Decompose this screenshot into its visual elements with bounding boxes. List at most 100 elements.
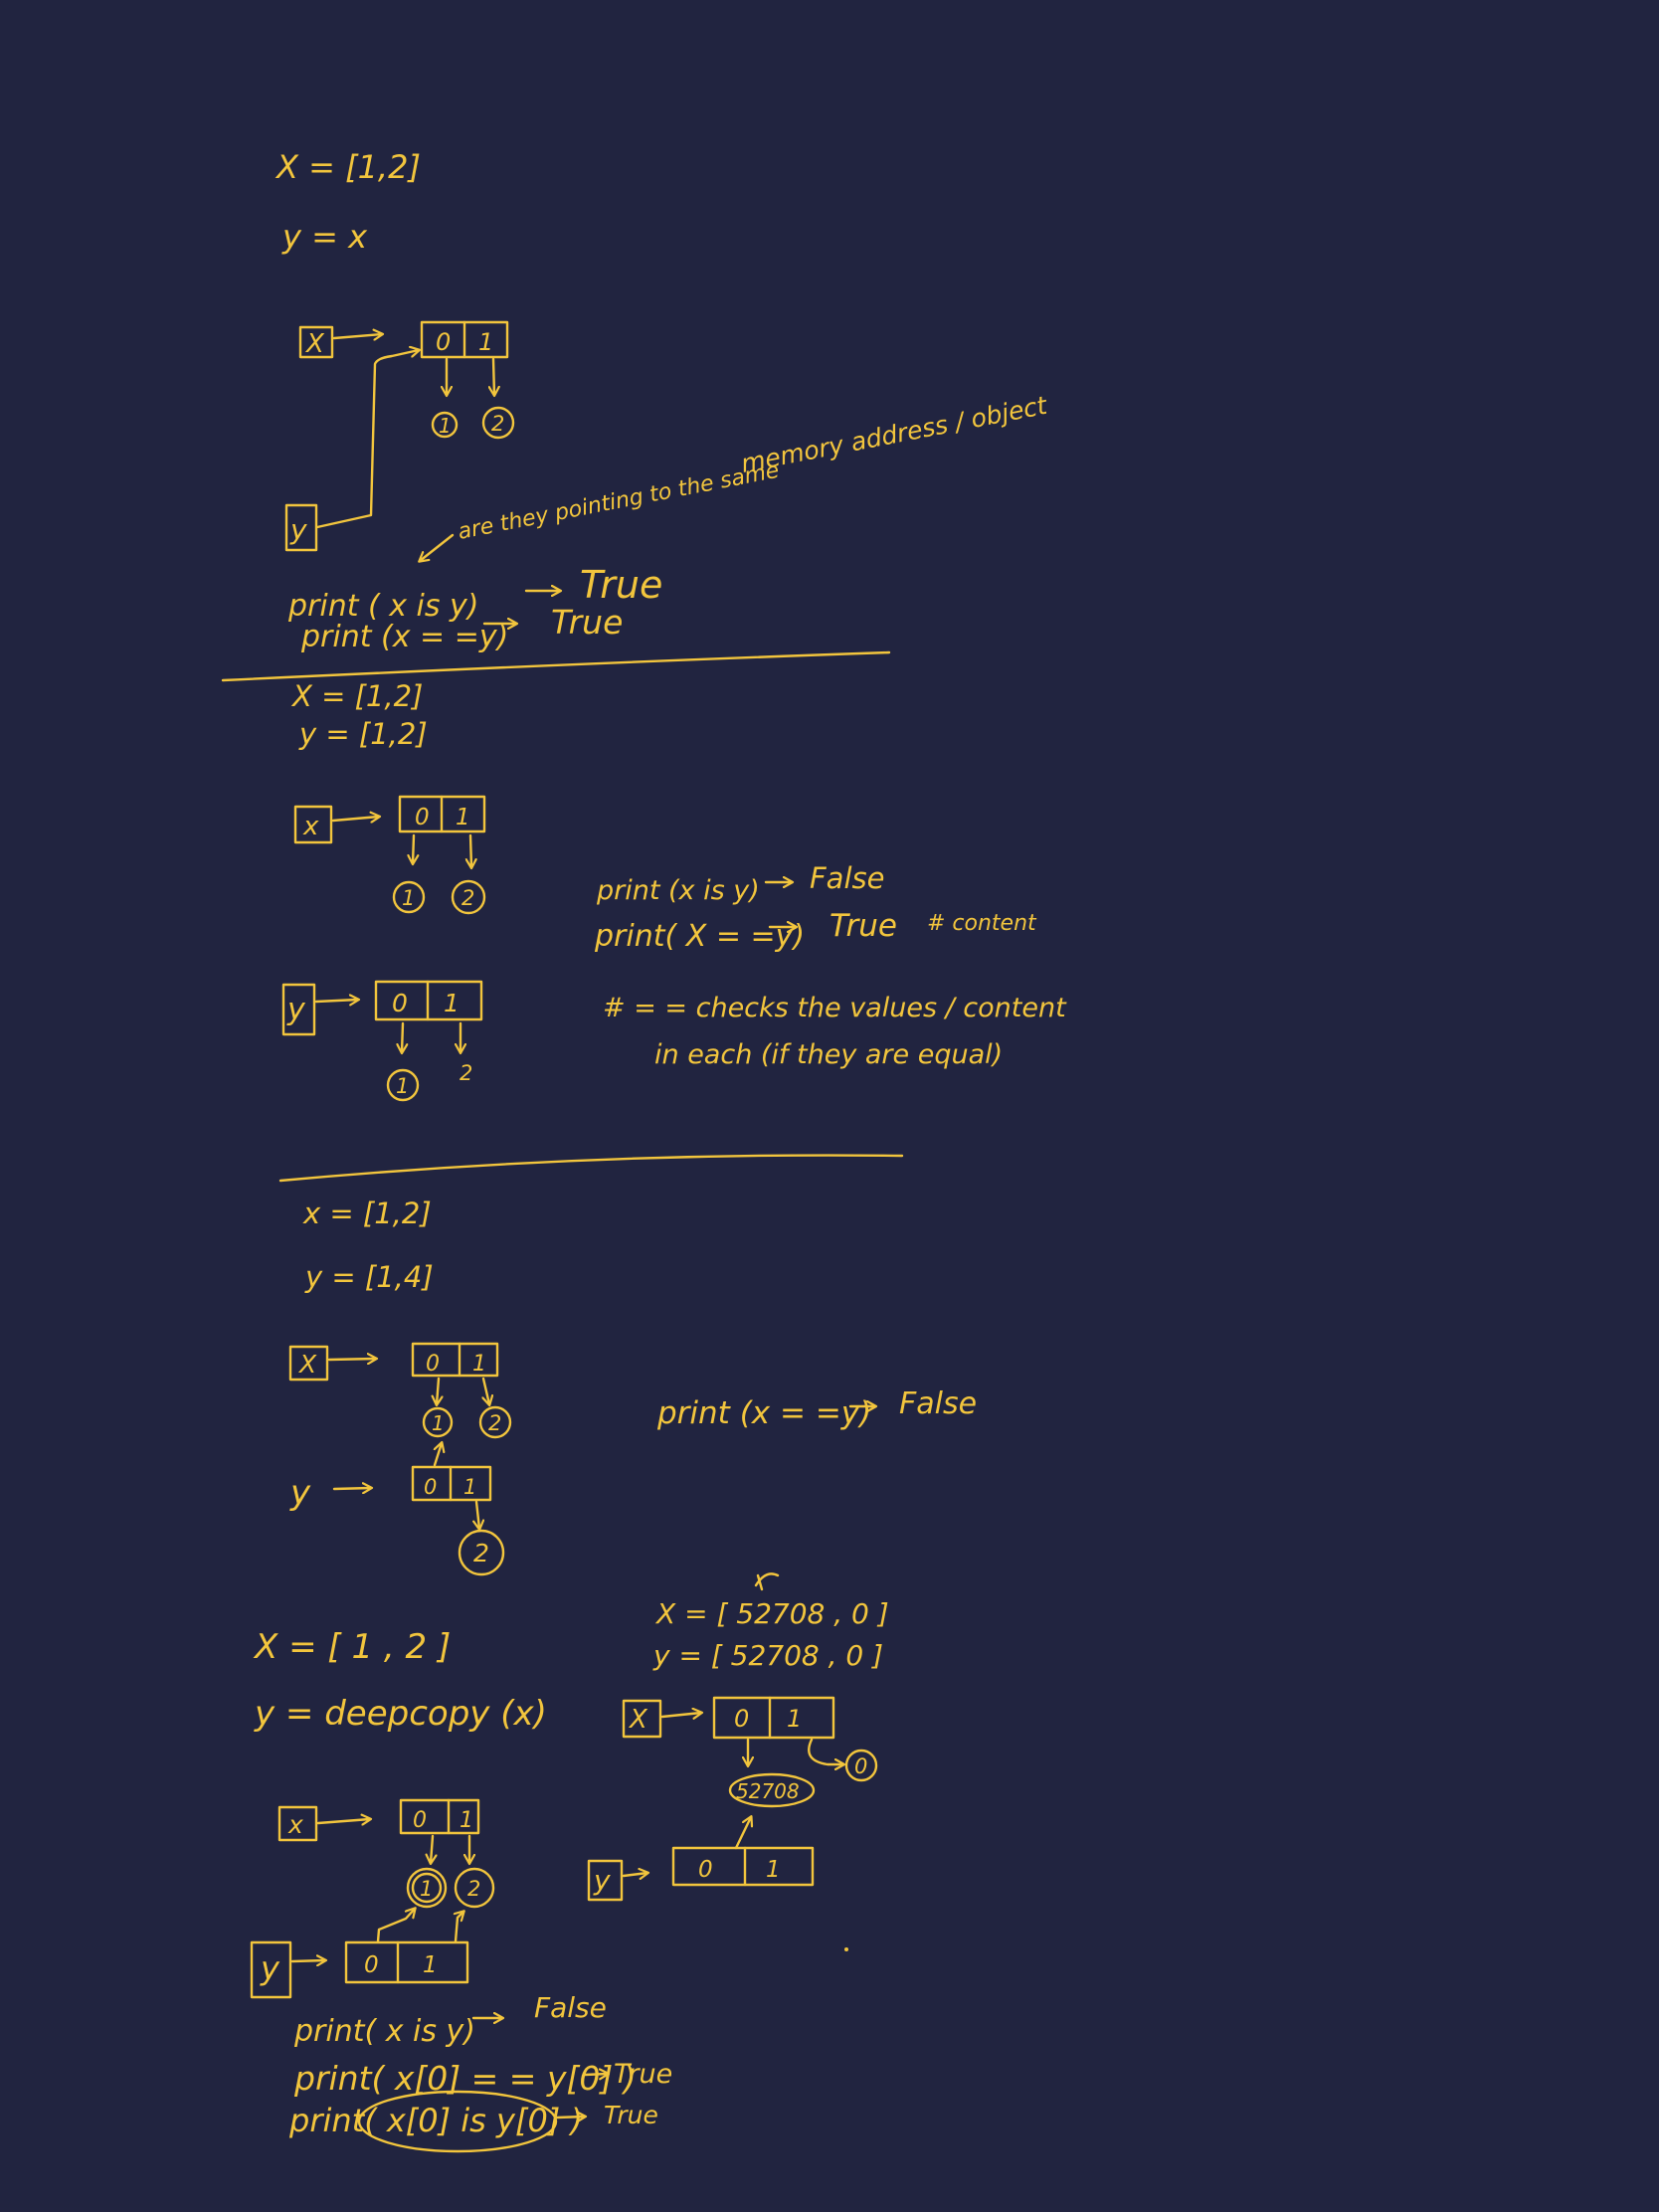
print-eq-false-result: False: [899, 1386, 977, 1421]
box-x: [298, 325, 334, 359]
list-x4-cell-1: 1: [460, 1808, 473, 1833]
annotation-question: are they pointing to the same: [456, 459, 781, 545]
box-x-2: [293, 805, 333, 844]
list-rx-cell-1: 1: [787, 1705, 802, 1733]
code-line-x-int: X = [ 52708 , 0 ]: [654, 1597, 889, 1630]
print-eq-true-result: True: [830, 908, 897, 944]
box-x-label: X: [304, 329, 325, 359]
value-node-1: [431, 411, 459, 439]
list-y4-cell-0: 0: [364, 1952, 379, 1978]
value-node-1-label: 1: [439, 414, 452, 438]
print-is-false-result: False: [810, 861, 884, 895]
code-line-x-assign: X = [1,2]: [275, 148, 421, 186]
note-equality-line2: in each (if they are equal): [654, 1039, 1003, 1070]
print-is-statement: print ( x is y): [287, 589, 479, 624]
list-x3-cells: [411, 1342, 499, 1378]
list-y4-cell-1: 1: [423, 1952, 438, 1978]
box-y-4-label: y: [260, 1949, 280, 1987]
value-node-4-1: [406, 1867, 448, 1909]
value-node-4-1-label: 1: [420, 1877, 433, 1901]
box-x-right-label: X: [628, 1705, 648, 1735]
tick-mark: [754, 1572, 780, 1591]
list-y-cell-0: 0: [392, 989, 408, 1017]
list-ry-cell-0: 0: [698, 1857, 713, 1883]
value-node-2-label: 2: [491, 412, 504, 436]
list-ry-cell-1: 1: [766, 1857, 781, 1883]
section-1-same-reference: X = [1,2] y = x X 0 1 1 2 y are they poi…: [275, 148, 1050, 654]
value-node-x-2-label: 2: [461, 886, 474, 910]
value-node-y3-2-label: 2: [473, 1539, 489, 1567]
highlight-ellipse: [357, 2090, 558, 2153]
code-line-x-assign-3: x = [1,2]: [302, 1197, 432, 1230]
box-y-right: [587, 1859, 624, 1902]
value-node-y-1: [386, 1068, 420, 1102]
print-index-eq-result: True: [614, 2059, 672, 2090]
value-node-3-1: [422, 1406, 454, 1438]
list-x-cell-0: 0: [415, 805, 430, 830]
note-equality-line1: # = = checks the values / content: [603, 993, 1067, 1023]
print-eq-result: True: [551, 603, 623, 642]
box-y-right-label: y: [593, 1864, 611, 1897]
value-node-x-1: [392, 880, 426, 914]
arrow-y3-shared-1: [435, 1443, 442, 1467]
value-node-3-2-label: 2: [488, 1411, 501, 1435]
box-x-right: [622, 1699, 662, 1739]
print-eq-statement: print (x = =y): [300, 620, 508, 654]
print-is-result: True: [580, 563, 662, 607]
zero-node: [844, 1749, 878, 1782]
list-y3-cell-1: 1: [463, 1475, 476, 1499]
list-cell-0: 0: [436, 328, 451, 356]
comment-content: # content: [927, 911, 1037, 936]
code-line-x-assign-4: X = [ 1 , 2 ]: [253, 1627, 451, 1667]
list-x4-cells: [399, 1798, 480, 1835]
box-x-3-label: X: [297, 1350, 317, 1379]
section-4-deepcopy: X = [ 1 , 2 ] y = deepcopy (x) x 0 1 1 2…: [250, 1572, 889, 2153]
print-eq-false: print (x = =y): [656, 1395, 871, 1431]
box-x-2-label: x: [302, 812, 319, 841]
code-line-deepcopy: y = deepcopy (x): [254, 1694, 547, 1734]
shared-int-label: 52708: [736, 1779, 800, 1803]
annotation-arrow: [420, 533, 455, 561]
print-index-is-result: True: [604, 2101, 658, 2129]
box-x-4-label: x: [287, 1810, 303, 1839]
list-cell-1: 1: [478, 328, 493, 356]
code-line-y-assign-2: y = [1,2]: [298, 717, 428, 751]
code-line-x-assign-2: X = [1,2]: [290, 679, 423, 713]
value-node-4-2-label: 2: [467, 1877, 480, 1901]
print-is-false-4: print( x is y): [293, 2014, 475, 2049]
list-x4-cell-0: 0: [413, 1808, 427, 1833]
arrow-x2-to-list: [331, 817, 379, 821]
box-y-4: [250, 1940, 292, 1999]
box-y-2-label: y: [286, 993, 306, 1027]
value-node-x-1-label: 1: [402, 886, 415, 910]
shared-int-node: [728, 1772, 816, 1808]
value-node-4-2: [454, 1867, 495, 1909]
value-node-y-2-label: 2: [460, 1061, 472, 1085]
box-x-3: [288, 1345, 329, 1382]
list-x3-cell-1: 1: [472, 1352, 486, 1377]
list-y-cell-1: 1: [444, 989, 460, 1017]
print-is-false-4-result: False: [534, 1991, 607, 2024]
code-line-y-int: y = [ 52708 , 0 ]: [652, 1639, 883, 1672]
list-y3-cell-0: 0: [424, 1475, 437, 1499]
value-node-3-2: [478, 1405, 512, 1439]
stray-dot: [844, 1947, 848, 1951]
print-eq-true: print( X = =y): [594, 919, 805, 954]
list-rx-cell-0: 0: [734, 1705, 749, 1733]
section-3-different-values: x = [1,2] y = [1,4] X 0 1 1 2 y 0 1 2 pr…: [288, 1197, 977, 1576]
box-x-4: [277, 1805, 318, 1842]
code-line-y-assign: y = x: [281, 218, 368, 256]
label-y-3: y: [289, 1473, 311, 1513]
list-x3-cell-0: 0: [426, 1352, 440, 1377]
value-node-y3-2: [458, 1529, 505, 1576]
list-y4-cells: [344, 1940, 469, 1984]
zero-node-label: 0: [854, 1754, 867, 1778]
value-node-y-1-label: 1: [396, 1074, 409, 1098]
value-node-2: [481, 406, 515, 440]
list-rx-cells: [712, 1696, 835, 1740]
list-x-cell-1: 1: [456, 805, 470, 830]
print-is-false: print (x is y): [596, 875, 760, 906]
arrow-y2-to-list: [314, 1000, 358, 1002]
arrow-cell1-to-val2: [493, 357, 494, 395]
